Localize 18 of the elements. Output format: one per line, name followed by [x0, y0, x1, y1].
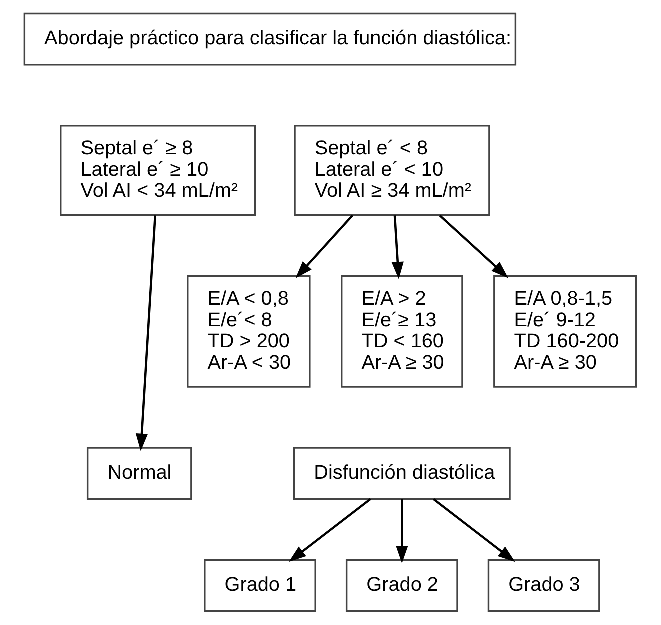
arrow	[392, 216, 404, 280]
node-box: Grado 3	[488, 559, 600, 612]
node-box: Grado 1	[204, 559, 316, 612]
node-box: Septal e´ ≥ 8 Lateral e´ ≥ 10 Vol AI < 34 mL/m²	[60, 125, 256, 216]
node-box: Abordaje práctico para clasificar la función diastólica:	[24, 12, 517, 66]
arrow	[136, 216, 157, 452]
node-box: Septal e´ < 8 Lateral e´ < 10 Vol AI ≥ 34 mL/m²	[294, 125, 490, 216]
node-box: Grado 2	[346, 559, 458, 612]
arrow	[296, 214, 354, 279]
arrow	[288, 498, 372, 562]
arrow	[396, 499, 408, 564]
node-box: Disfunción diastólica	[293, 447, 511, 500]
node-box: E/A > 2 E/e´≥ 13 TD < 160 Ar-A ≥ 30	[341, 275, 464, 388]
arrow	[432, 498, 516, 562]
arrow	[439, 214, 509, 278]
node-box: E/A < 0,8 E/e´< 8 TD > 200 Ar-A < 30	[187, 275, 311, 388]
node-box: E/A 0,8-1,5 E/e´ 9-12 TD 160-200 Ar-A ≥ 30	[494, 275, 638, 388]
node-box: Normal	[86, 447, 192, 500]
